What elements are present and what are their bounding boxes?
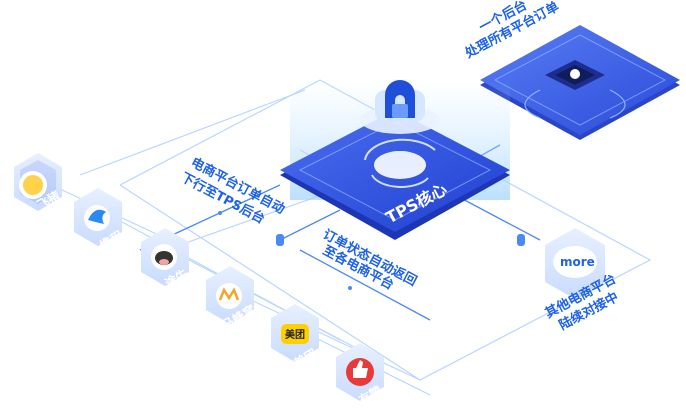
feizhu-logo-icon <box>23 175 43 195</box>
flow-connector-dots <box>218 211 525 290</box>
dolphin-logo-icon <box>88 209 106 224</box>
backend-server <box>480 25 680 140</box>
cloud-lock-icon <box>360 80 440 134</box>
platform-tuniu[interactable]: 途牛 <box>141 228 190 291</box>
other-platforms[interactable]: more <box>545 228 605 299</box>
meituan-badge-text: 美团 <box>285 328 305 341</box>
platform-mafengwo[interactable]: 马蜂窝 <box>206 266 258 333</box>
platform-feizhu[interactable]: 飞猪 <box>14 153 62 213</box>
platform-youzan[interactable]: 有赞 <box>336 343 384 408</box>
mafengwo-logo-icon <box>218 287 240 301</box>
meituan-logo-icon <box>281 324 309 344</box>
thumbs-up-icon <box>353 360 368 378</box>
platform-xiecheng[interactable]: 携程 <box>74 188 125 253</box>
more-badge: more <box>560 255 595 269</box>
more-bubble-icon <box>553 246 597 278</box>
platform-meituan[interactable]: 美团 美团 <box>271 304 319 371</box>
tps-core: TPS核心 <box>280 80 510 240</box>
chip-icon <box>524 60 626 119</box>
